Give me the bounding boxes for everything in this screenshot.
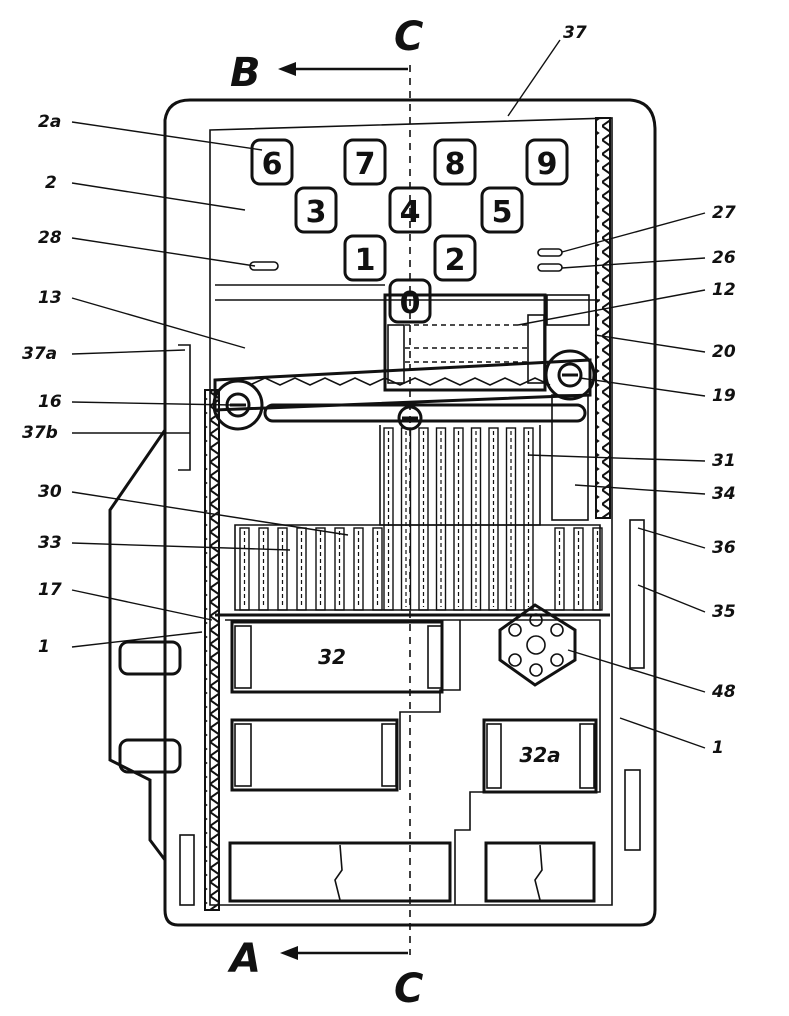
base-plate xyxy=(215,613,610,905)
key-8: 8 xyxy=(445,147,466,182)
slots xyxy=(249,248,563,272)
label-26: 26 xyxy=(712,248,736,268)
label-33: 33 xyxy=(38,533,62,553)
key-6: 6 xyxy=(262,147,283,182)
comb-tooth xyxy=(453,427,464,611)
comb-tooth xyxy=(315,527,326,611)
comb-tooth xyxy=(554,527,565,611)
comb-tooth xyxy=(435,427,447,611)
comb-bars xyxy=(234,394,603,611)
register-32-label: 32 xyxy=(318,645,346,669)
label-48: 48 xyxy=(711,682,736,702)
label-37b: 37b xyxy=(22,423,58,443)
comb-tooth xyxy=(239,527,250,611)
label-30: 30 xyxy=(38,482,62,502)
comb-tooth xyxy=(383,427,394,611)
key-9: 9 xyxy=(537,147,558,182)
side-parts xyxy=(118,519,645,906)
label-34: 34 xyxy=(712,484,736,504)
star-wheel xyxy=(498,603,577,687)
view-arrows: B A xyxy=(227,50,408,982)
key-2: 2 xyxy=(445,243,466,278)
key-4: 4 xyxy=(400,195,421,230)
key-0: 0 xyxy=(400,286,421,321)
number-window xyxy=(383,293,590,392)
label-28: 28 xyxy=(38,228,62,248)
label-1-left: 1 xyxy=(38,637,50,657)
label-2: 2 xyxy=(45,173,57,193)
label-37: 37 xyxy=(563,23,587,43)
label-36: 36 xyxy=(712,538,736,558)
key-3: 3 xyxy=(306,195,327,230)
label-35: 35 xyxy=(712,602,736,622)
label-37a: 37a xyxy=(22,344,57,364)
comb-tooth xyxy=(505,427,517,611)
comb-tooth xyxy=(470,427,482,611)
comb-tooth xyxy=(277,527,288,611)
label-2a: 2a xyxy=(38,112,61,132)
comb-tooth xyxy=(353,527,364,611)
label-31: 31 xyxy=(712,451,736,471)
label-12: 12 xyxy=(712,280,736,300)
register-32a-label: 32a xyxy=(519,743,560,767)
label-27: 27 xyxy=(712,203,736,223)
section-label-top: C xyxy=(394,14,423,60)
label-13: 13 xyxy=(38,288,62,308)
comb-tooth xyxy=(592,527,603,611)
key-7: 7 xyxy=(355,147,376,182)
leader-lines xyxy=(71,39,706,749)
reference-labels: 37 2a 2 27 28 26 13 12 37a 20 16 19 37b … xyxy=(22,23,736,758)
comb-tooth xyxy=(258,527,269,611)
key-1: 1 xyxy=(355,243,376,278)
comb-tooth xyxy=(372,527,383,611)
comb-tooth xyxy=(418,427,429,611)
label-19: 19 xyxy=(712,386,736,406)
arrow-label-a: A xyxy=(227,936,261,982)
key-5: 5 xyxy=(492,195,513,230)
comb-tooth xyxy=(488,427,499,611)
label-16: 16 xyxy=(38,392,62,412)
label-1-right: 1 xyxy=(712,738,724,758)
comb-tooth xyxy=(400,427,412,611)
comb-tooth xyxy=(334,527,345,611)
comb-tooth xyxy=(573,527,584,611)
label-17: 17 xyxy=(38,580,62,600)
label-20: 20 xyxy=(712,342,736,362)
housing xyxy=(108,98,657,927)
arrow-label-b: B xyxy=(230,50,261,96)
registers: 32 32a xyxy=(228,620,598,903)
keypad: 6 7 8 9 3 4 5 1 2 0 xyxy=(250,138,569,324)
section-label-bottom: C xyxy=(394,966,423,1012)
toothed-racks xyxy=(204,117,611,911)
